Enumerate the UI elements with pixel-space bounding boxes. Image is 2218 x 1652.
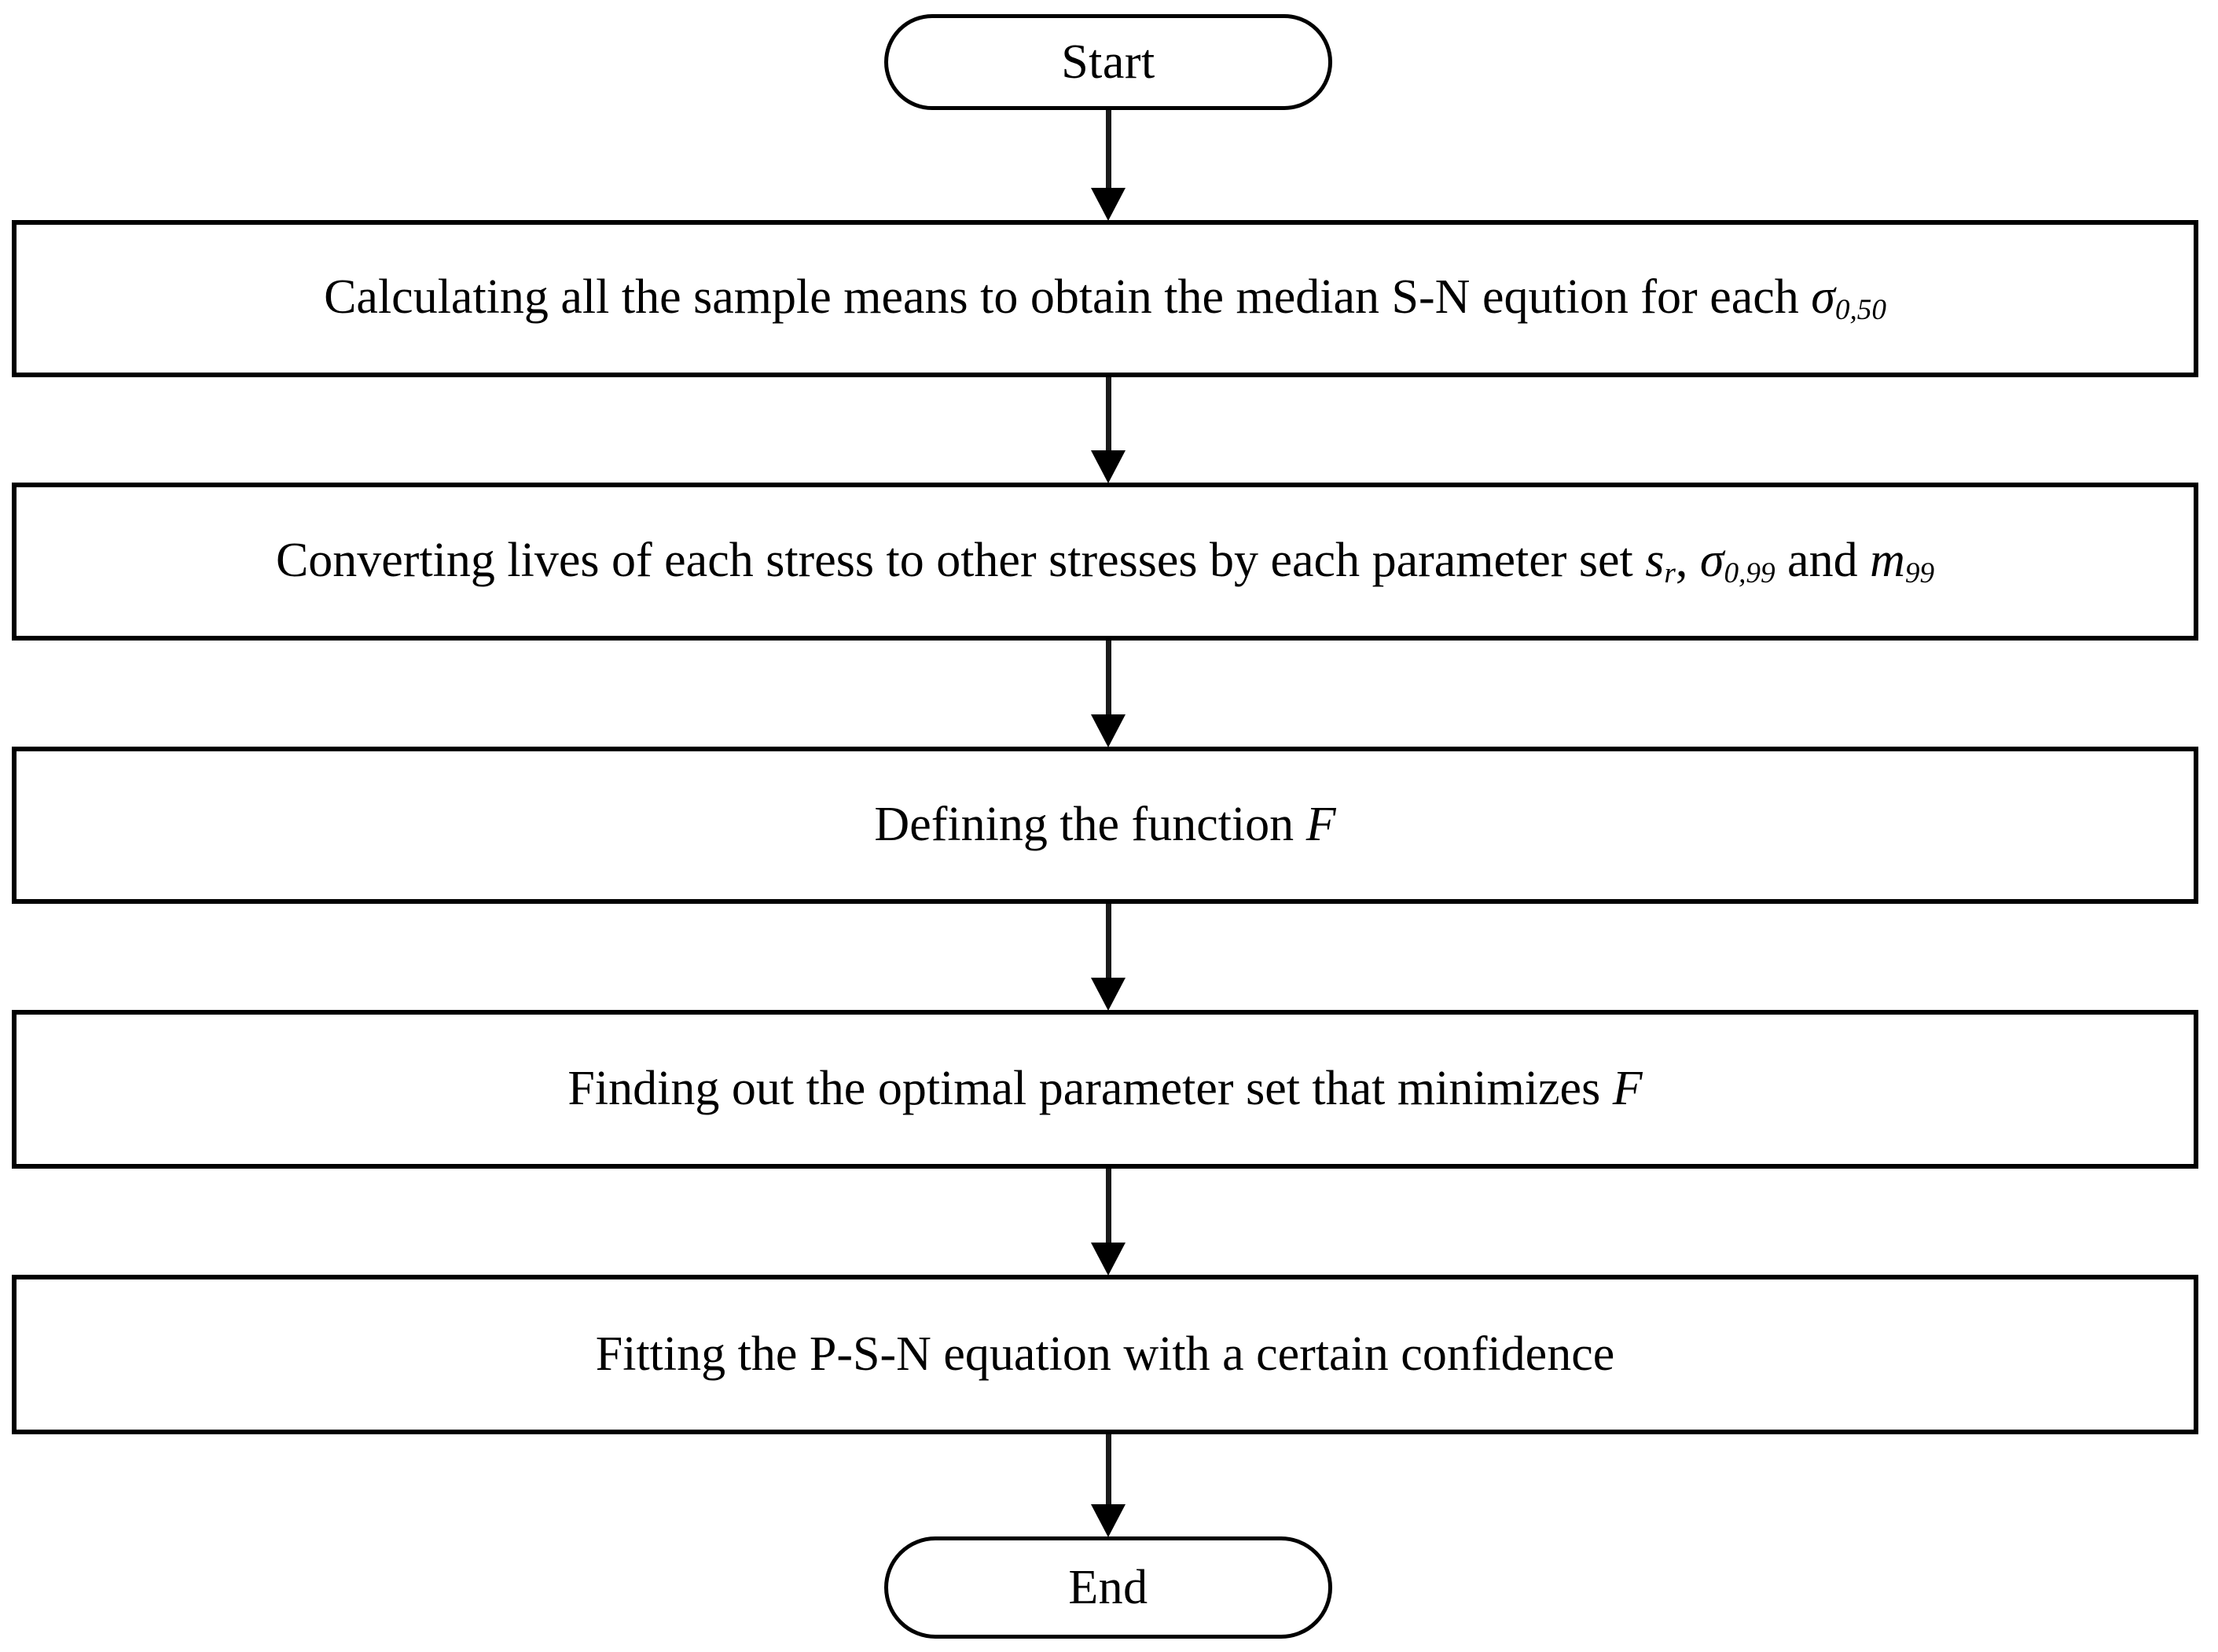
connector-shaft [1106,1434,1111,1504]
node-step-4-process[interactable]: Finding out the optimal parameter set th… [12,1010,2198,1169]
node-step-4-text-lead: Finding out the optimal parameter set th… [567,1062,1613,1116]
param-m-symbol: m [1870,533,1905,587]
connector-step-2-to-step-3 [1091,641,1126,747]
sigma-subscript: 0,50 [1834,294,1886,327]
node-start-terminator[interactable]: Start [884,14,1332,110]
param-separator-2: and [1775,533,1871,587]
arrowhead-down-icon [1091,450,1126,483]
sigma-symbol: σ [1811,270,1835,325]
connector-step-1-to-step-2 [1091,377,1126,483]
node-end-terminator[interactable]: End [884,1536,1332,1639]
connector-shaft [1106,1169,1111,1243]
connector-step-3-to-step-4 [1091,904,1126,1011]
arrowhead-down-icon [1091,1243,1126,1276]
param-sr-symbol: s [1645,533,1665,587]
node-step-1-text-lead: Calculating all the sample means to obta… [324,270,1812,325]
node-step-2-text-lead: Converting lives of each stress to other… [275,533,1646,587]
param-sr-subscript: r [1664,556,1676,589]
connector-start-to-step-1 [1091,110,1126,221]
connector-shaft [1106,641,1111,714]
param-sigma-subscript: 0,99 [1724,556,1776,589]
connector-shaft [1106,904,1111,978]
node-step-5-process[interactable]: Fitting the P-S-N equation with a certai… [12,1275,2198,1434]
node-step-1-label: Calculating all the sample means to obta… [324,270,1886,327]
connector-shaft [1106,377,1111,450]
connector-step-5-to-end [1091,1434,1126,1537]
param-m-subscript: 99 [1904,556,1935,589]
node-end-label: End [1068,1561,1148,1614]
connector-step-4-to-step-5 [1091,1169,1126,1276]
node-step-3-process[interactable]: Defining the function F [12,747,2198,904]
arrowhead-down-icon [1091,714,1126,747]
node-step-1-process[interactable]: Calculating all the sample means to obta… [12,220,2198,377]
param-separator-1: , [1675,533,1700,587]
node-step-2-process[interactable]: Converting lives of each stress to other… [12,483,2198,641]
arrowhead-down-icon [1091,978,1126,1011]
node-step-2-label: Converting lives of each stress to other… [276,534,1934,590]
node-step-4-label: Finding out the optimal parameter set th… [567,1062,1642,1116]
param-sigma-symbol: σ [1699,533,1724,587]
node-step-5-label: Fitting the P-S-N equation with a certai… [595,1327,1615,1381]
arrowhead-down-icon [1091,188,1126,221]
connector-shaft [1106,110,1111,188]
arrowhead-down-icon [1091,1504,1126,1537]
node-step-3-label: Defining the function F [874,798,1335,852]
node-step-3-text-lead: Defining the function [874,798,1306,852]
function-f-symbol: F [1612,1062,1643,1116]
function-f-symbol: F [1305,798,1336,852]
node-start-label: Start [1061,35,1155,89]
